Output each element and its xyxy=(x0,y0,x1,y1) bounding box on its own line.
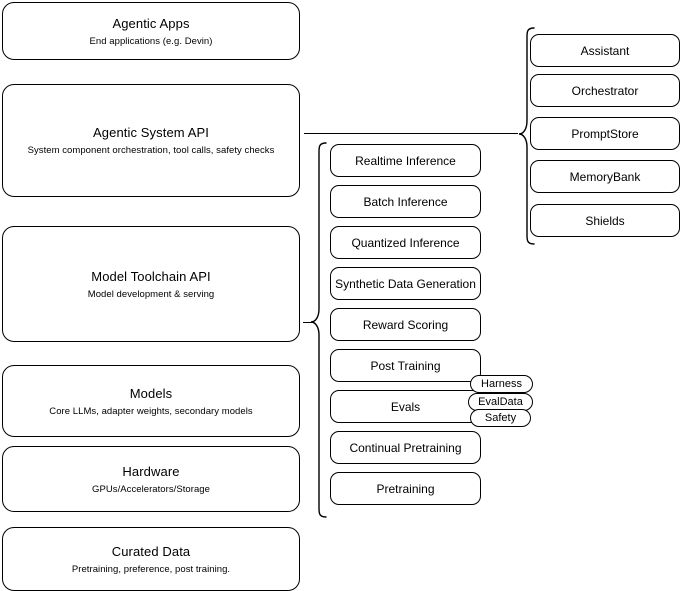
eval-subcomponent-evaldata[interactable]: EvalData xyxy=(468,393,533,411)
capability-label: Reward Scoring xyxy=(362,317,449,332)
middle-brace xyxy=(306,141,328,519)
layer-title: Hardware xyxy=(122,463,180,479)
layer-card-agentic-apps[interactable]: Agentic Apps End applications (e.g. Devi… xyxy=(2,2,300,60)
eval-subcomponent-label: EvalData xyxy=(478,395,523,408)
capability-label: Continual Pretraining xyxy=(349,440,462,455)
capability-continual-pretraining[interactable]: Continual Pretraining xyxy=(330,431,481,464)
capability-label: Quantized Inference xyxy=(351,235,460,250)
connector-agentic-system-api-to-components xyxy=(304,133,518,134)
component-label: Assistant xyxy=(580,43,630,58)
component-label: MemoryBank xyxy=(569,169,641,184)
connector-model-toolchain-api-to-capabilities xyxy=(303,322,312,323)
eval-subcomponent-label: Harness xyxy=(481,377,522,390)
layer-subtitle: Core LLMs, adapter weights, secondary mo… xyxy=(49,405,253,417)
right-brace xyxy=(514,26,536,246)
capability-evals[interactable]: Evals xyxy=(330,390,481,423)
capability-batch-inference[interactable]: Batch Inference xyxy=(330,185,481,218)
component-label: Shields xyxy=(585,213,625,228)
layer-title: Curated Data xyxy=(111,543,191,559)
layer-card-hardware[interactable]: Hardware GPUs/Accelerators/Storage xyxy=(2,446,300,512)
layer-title: Model Toolchain API xyxy=(91,268,211,284)
eval-subcomponent-safety[interactable]: Safety xyxy=(470,409,531,427)
layer-subtitle: GPUs/Accelerators/Storage xyxy=(92,483,210,495)
layer-title: Agentic Apps xyxy=(112,15,190,31)
capability-label: Synthetic Data Generation xyxy=(335,276,476,291)
component-orchestrator[interactable]: Orchestrator xyxy=(530,74,680,107)
capability-label: Evals xyxy=(390,399,421,414)
capability-label: Batch Inference xyxy=(363,194,448,209)
layer-subtitle: End applications (e.g. Devin) xyxy=(89,35,213,47)
eval-subcomponent-label: Safety xyxy=(484,411,517,424)
capability-quantized-inference[interactable]: Quantized Inference xyxy=(330,226,481,259)
component-promptstore[interactable]: PromptStore xyxy=(530,117,680,150)
component-assistant[interactable]: Assistant xyxy=(530,34,680,67)
component-memorybank[interactable]: MemoryBank xyxy=(530,160,680,193)
layer-subtitle: Pretraining, preference, post training. xyxy=(71,563,231,575)
layer-subtitle: System component orchestration, tool cal… xyxy=(27,145,275,156)
capability-pretraining[interactable]: Pretraining xyxy=(330,472,481,505)
capability-reward-scoring[interactable]: Reward Scoring xyxy=(330,308,481,341)
layer-card-models[interactable]: Models Core LLMs, adapter weights, secon… xyxy=(2,365,300,437)
component-label: PromptStore xyxy=(571,126,639,141)
layer-card-curated-data[interactable]: Curated Data Pretraining, preference, po… xyxy=(2,527,300,591)
layer-title: Agentic System API xyxy=(93,125,209,140)
layer-subtitle: Model development & serving xyxy=(87,288,215,300)
layer-title: Models xyxy=(129,385,173,401)
capability-label: Post Training xyxy=(370,358,441,373)
capability-synthetic-data-generation[interactable]: Synthetic Data Generation xyxy=(330,267,481,300)
capability-realtime-inference[interactable]: Realtime Inference xyxy=(330,144,481,177)
layer-card-agentic-system-api[interactable]: Agentic System API System component orch… xyxy=(2,84,300,197)
component-label: Orchestrator xyxy=(571,83,639,98)
capability-label: Realtime Inference xyxy=(355,153,456,168)
capability-post-training[interactable]: Post Training xyxy=(330,349,481,382)
layer-card-model-toolchain-api[interactable]: Model Toolchain API Model development & … xyxy=(2,226,300,342)
capability-label: Pretraining xyxy=(376,481,435,496)
component-shields[interactable]: Shields xyxy=(530,204,680,237)
eval-subcomponent-harness[interactable]: Harness xyxy=(470,375,533,393)
